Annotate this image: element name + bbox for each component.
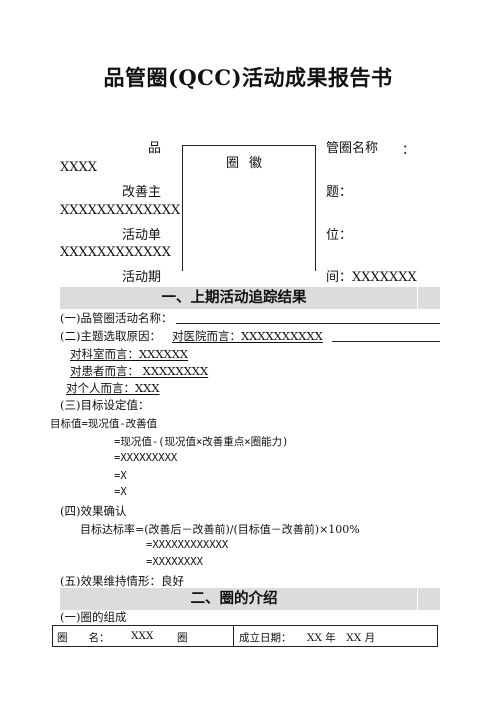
topic-value: XXXXXXXXXXXXX [60, 203, 181, 218]
target-formula-line2: =现况值-(现况值×改善重点×圈能力) [114, 436, 289, 448]
circle-composition-label: (一)圈的组成 [60, 610, 127, 624]
emblem-box [182, 145, 316, 271]
founding-date-label: 成立日期： [239, 632, 292, 644]
circle-name-cell-label: 圈 名： [57, 632, 110, 644]
heading-separator [417, 588, 418, 610]
achievement-formula: 目标达标率=(改善后－改善前)/(目标值－改善前)×100% [80, 523, 360, 536]
topic-reason-label: (二)主题选取原因： [60, 329, 161, 343]
report-title: 品管圈(QCC)活动成果报告书 [103, 65, 393, 90]
heading-separator [417, 287, 418, 309]
achievement-line3: =XXXXXXXX [146, 556, 203, 568]
reason-department: 对科室而言：XXXXXX [70, 347, 189, 361]
reason-personal: 对个人而言：XXX [66, 381, 160, 395]
target-setting-label: (三)目标设定值： [60, 398, 150, 412]
circle-name-cell-suffix: 圈 [177, 632, 188, 644]
unit-label-start: 活动单 [122, 228, 162, 243]
target-formula-line5: =X [114, 486, 127, 498]
activity-name-label: (一)品管圈活动名称： [60, 311, 173, 325]
unit-label-end: 位： [326, 228, 353, 243]
reason-hospital: 对医院而言：XXXXXXXXXX [172, 329, 323, 343]
founding-date-value: XX 年 XX 月 [307, 632, 376, 644]
circle-name-value: XXXX [60, 160, 98, 175]
reason-patient: 对患者而言： XXXXXXXX [70, 364, 209, 378]
effect-maintenance: (五)效果维持情形：良好 [60, 574, 184, 588]
section1-heading: 一、上期活动追踪结果 [161, 289, 307, 306]
period-label-end: 间：XXXXXXX [326, 270, 417, 285]
unit-value: XXXXXXXXXXXX [60, 245, 172, 260]
table-divider [233, 626, 234, 646]
activity-name-underline [176, 323, 440, 324]
section2-heading-bar: 二、圈的介绍 [60, 588, 440, 610]
topic-label-start: 改善主 [122, 185, 162, 200]
circle-name-label: 管圈名称 [326, 141, 379, 156]
emblem-label: 圈徽 [225, 156, 272, 171]
topic-label-end: 题： [326, 185, 353, 200]
circle-name-colon: ： [402, 143, 416, 158]
effect-confirm-label: (四)效果确认 [60, 504, 127, 518]
achievement-line2: =XXXXXXXXXXXX [146, 539, 229, 551]
circle-name-label-prefix: 品 [148, 141, 162, 156]
target-formula-line4: =X [114, 470, 127, 482]
section1-heading-bar: 一、上期活动追踪结果 [60, 287, 440, 309]
circle-name-cell-value: XXX [131, 630, 154, 642]
period-label-start: 活动期 [122, 270, 162, 285]
target-formula-line1: 目标值=现况值-改善值 [50, 418, 158, 430]
reason-hospital-underline [332, 341, 440, 342]
target-formula-line3: =XXXXXXXXX [114, 452, 178, 464]
circle-info-table: 圈 名： XXX 圈 成立日期： XX 年 XX 月 [52, 625, 438, 647]
section2-heading: 二、圈的介绍 [190, 590, 278, 607]
